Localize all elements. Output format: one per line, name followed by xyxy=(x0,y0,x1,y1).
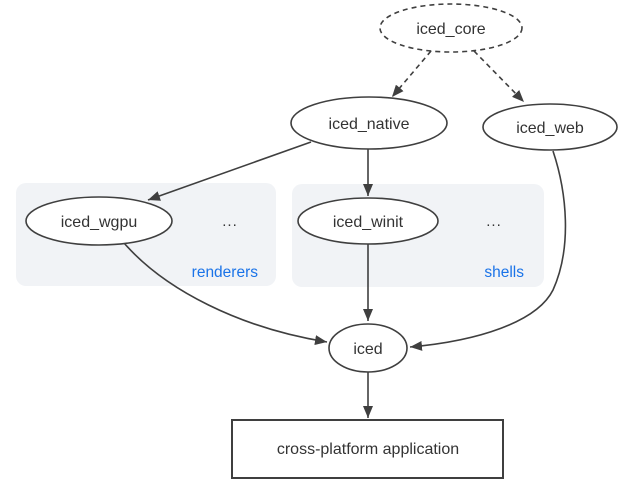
edge-iced-native-to-iced-wgpu xyxy=(147,141,312,201)
iced-web-label: iced_web xyxy=(516,120,584,137)
edge-iced-core-to-iced-native xyxy=(391,50,432,98)
iced-core-ellipse xyxy=(379,3,523,53)
node-iced-wgpu: iced_wgpu xyxy=(25,196,173,246)
edge-iced-wgpu-to-iced xyxy=(123,242,328,346)
node-iced-native: iced_native xyxy=(290,96,448,150)
iced-label: iced xyxy=(353,341,382,358)
iced-wgpu-ellipse xyxy=(25,196,173,246)
edge-iced-core-to-iced-web xyxy=(473,50,525,103)
node-iced-web: iced_web xyxy=(482,103,618,151)
shells-group-label: shells xyxy=(484,264,524,281)
iced-wgpu-label: iced_wgpu xyxy=(61,214,138,231)
renderers-group-label: renderers xyxy=(192,264,259,281)
iced-winit-ellipse xyxy=(297,197,439,245)
node-iced-winit: iced_winit xyxy=(297,197,439,245)
node-iced: iced xyxy=(328,323,408,373)
node-iced-core: iced_core xyxy=(379,3,523,53)
iced-native-ellipse xyxy=(290,96,448,150)
renderers-ellipsis: ... xyxy=(222,213,238,230)
iced-native-label: iced_native xyxy=(329,116,410,133)
iced-core-label: iced_core xyxy=(416,21,485,38)
application-box xyxy=(231,419,504,479)
edge-iced-web-to-iced xyxy=(409,150,567,351)
iced-winit-label: iced_winit xyxy=(333,214,404,231)
iced-web-ellipse xyxy=(482,103,618,151)
node-application: cross-platform application xyxy=(231,419,504,479)
iced-ellipse xyxy=(328,323,408,373)
application-label: cross-platform application xyxy=(277,441,459,458)
shells-ellipsis: ... xyxy=(486,213,502,230)
